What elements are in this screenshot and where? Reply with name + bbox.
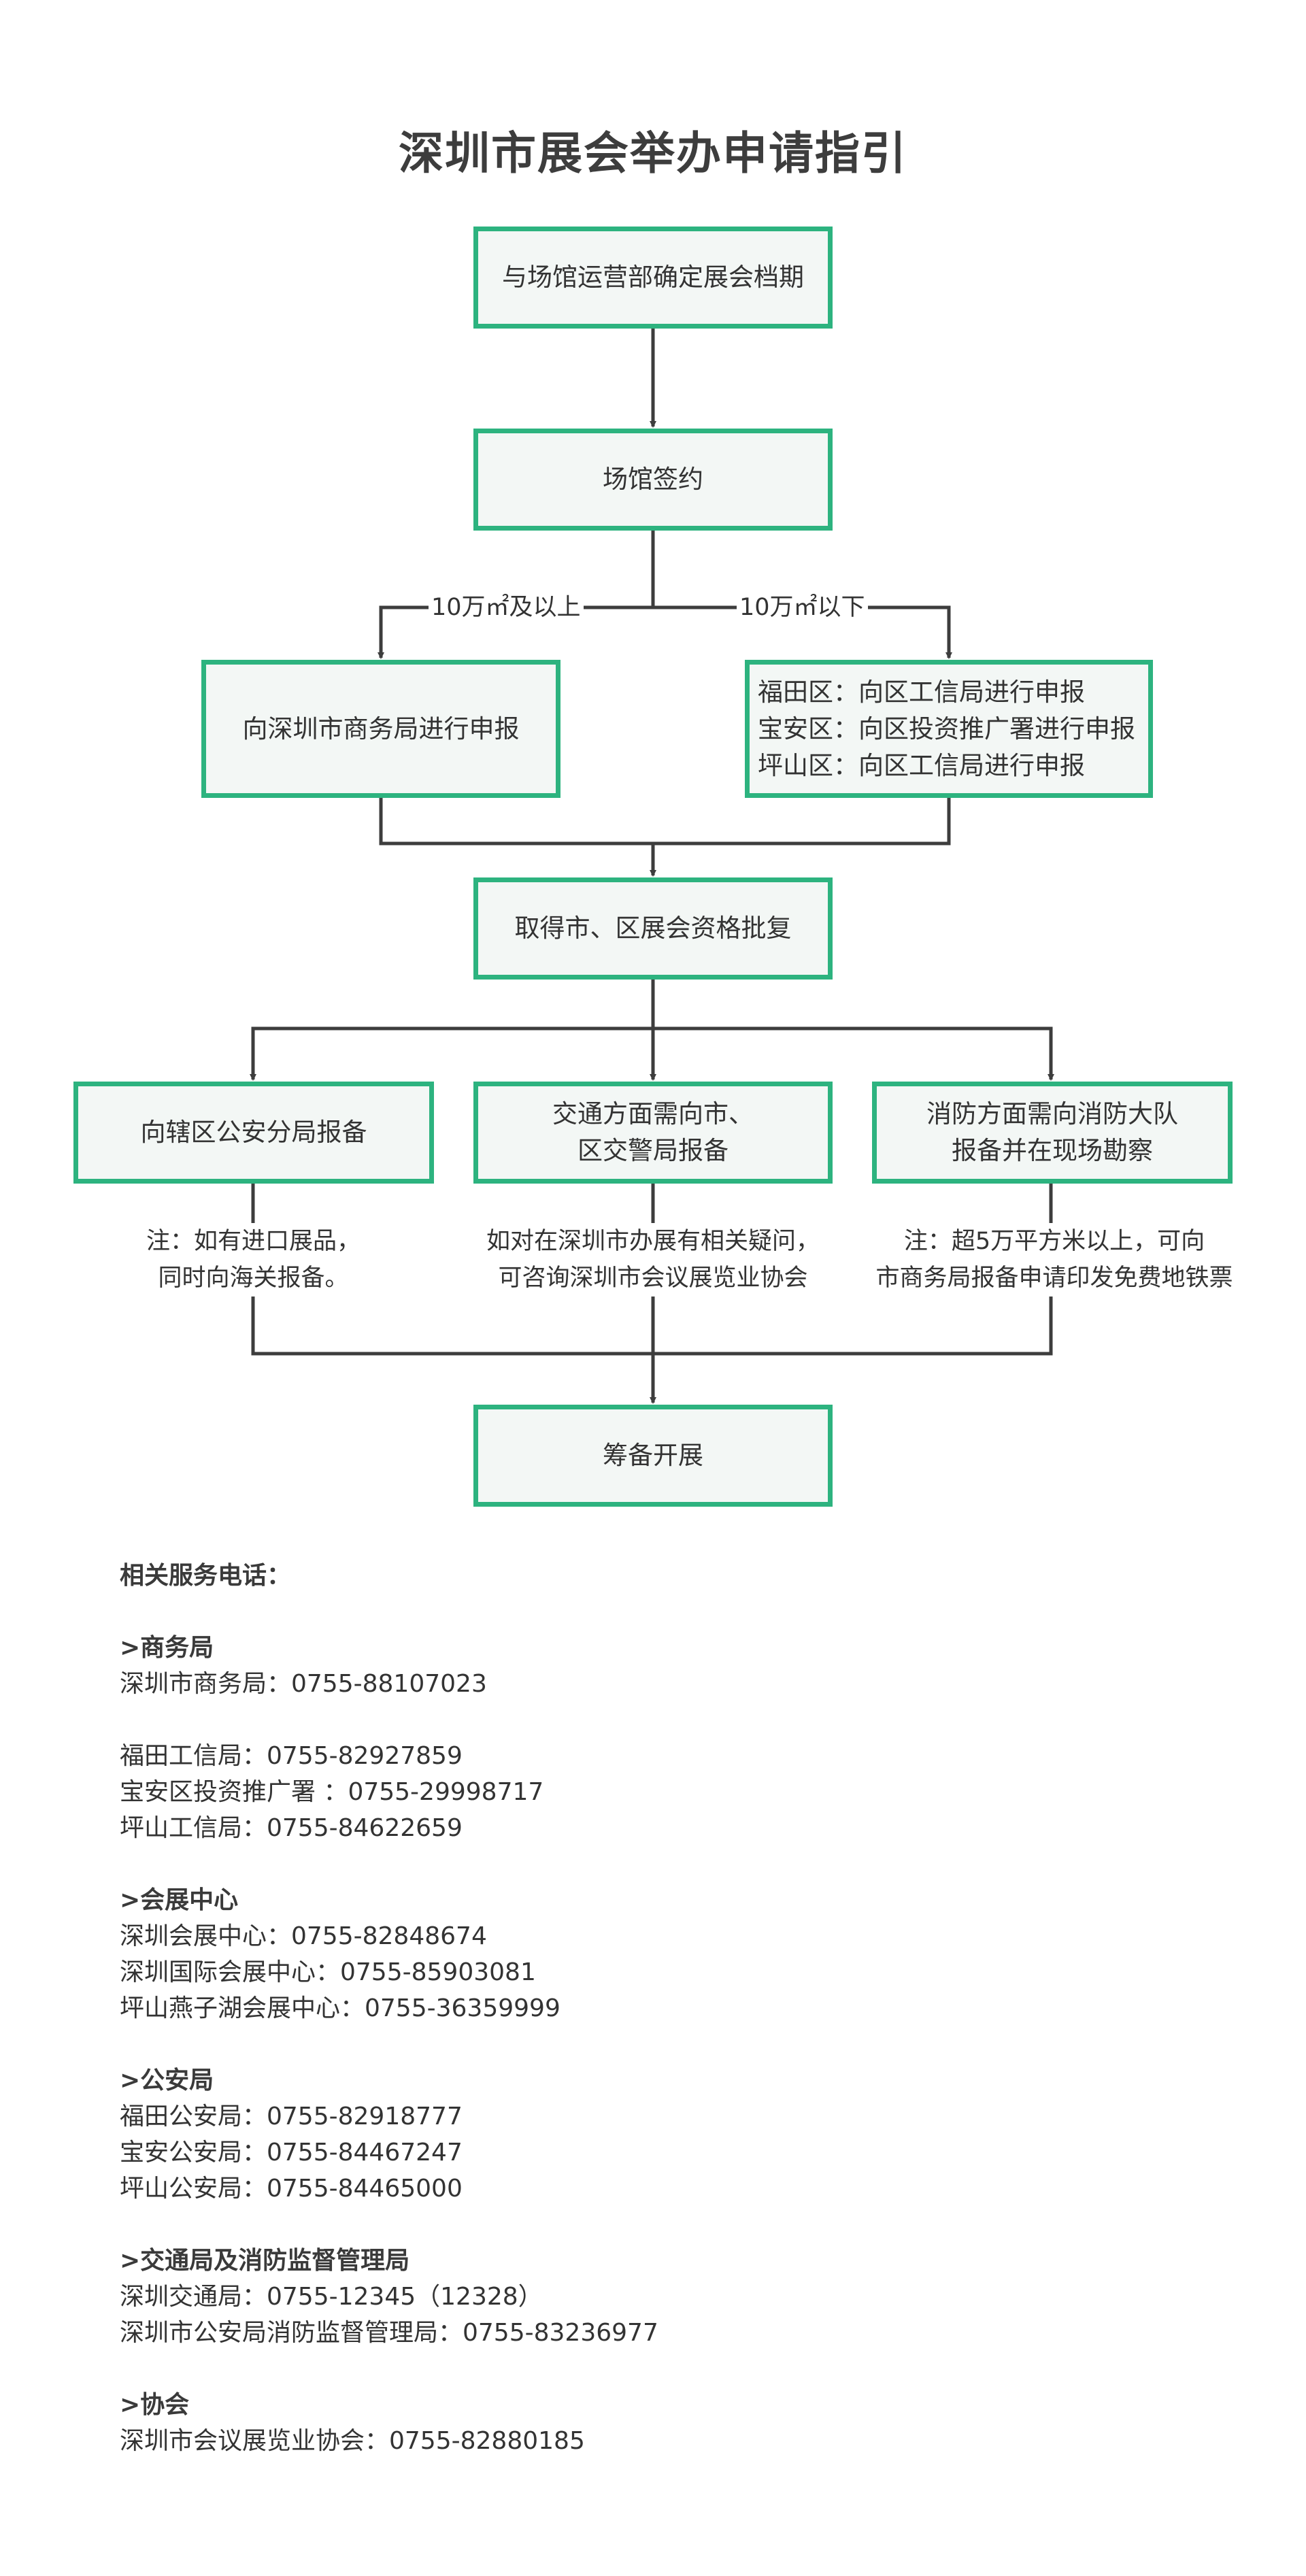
contact-line: 坪山工信局：0755-84622659 [120,1814,463,1842]
step-traffic-report: 交通方面需向市、 区交警局报备 [473,1082,833,1184]
contact-line: 福田公安局：0755-82918777 [120,2103,463,2130]
connector-city-merge [379,796,951,846]
step-report-district: 福田区：向区工信局进行申报 宝安区：向区投资推广署进行申报 坪山区：向区工信局进… [745,660,1153,798]
page-title: 深圳市展会举办申请指引 [399,127,907,180]
branch-label-large: 10万㎡及以上 [429,592,584,622]
step-fire-report: 消防方面需向消防大队 报备并在现场勘察 [872,1082,1233,1184]
contact-line: 坪山燕子湖会展中心：0755-36359999 [120,1994,560,2022]
contacts-heading: 相关服务电话： [120,1562,292,1590]
group-police: >公安局 [120,2067,214,2094]
step-prepare-exhibition: 筹备开展 [473,1405,833,1507]
contact-line: 深圳市公安局消防监督管理局：0755-83236977 [120,2319,658,2347]
contact-line: 深圳会展中心：0755-82848674 [120,1922,487,1950]
note-association: 如对在深圳市办展有相关疑问， 可咨询深圳市会议展览业协会 [475,1223,831,1297]
step-venue-contract: 场馆签约 [473,429,833,531]
connector-to-fire [653,1026,1054,1081]
branch-label-small: 10万㎡以下 [737,592,868,622]
service-contacts: 相关服务电话： >商务局 深圳市商务局：0755-88107023 福田工信局：… [120,1558,1208,2459]
step-approval: 取得市、区展会资格批复 [473,877,833,980]
contact-line: 福田工信局：0755-82927859 [120,1742,463,1770]
group-association: >协会 [120,2391,190,2419]
group-commerce: >商务局 [120,1634,214,1662]
step-confirm-schedule: 与场馆运营部确定展会档期 [473,227,833,329]
step-police-report: 向辖区公安分局报备 [73,1082,434,1184]
contact-line: 深圳市商务局：0755-88107023 [120,1670,487,1698]
note-metro-tickets: 注：超5万平方米以上，可向 市商务局报备申请印发免费地铁票 [864,1223,1245,1297]
step-report-city: 向深圳市商务局进行申报 [201,660,560,798]
connector-to-police [250,1026,653,1081]
group-traffic-fire: >交通局及消防监督管理局 [120,2247,410,2275]
contact-line: 深圳国际会展中心：0755-85903081 [120,1958,536,1986]
note-customs: 注：如有进口展品， 同时向海关报备。 [126,1223,381,1297]
contact-line: 坪山公安局：0755-84465000 [120,2175,463,2203]
contact-line: 宝安公安局：0755-84467247 [120,2139,463,2167]
group-exhibition-center: >会展中心 [120,1886,239,1914]
contact-line: 深圳市会议展览业协会：0755-82880185 [120,2427,585,2455]
contact-line: 宝安区投资推广署 ：0755-29998717 [120,1778,544,1806]
contact-line: 深圳交通局：0755-12345（12328） [120,2283,543,2311]
